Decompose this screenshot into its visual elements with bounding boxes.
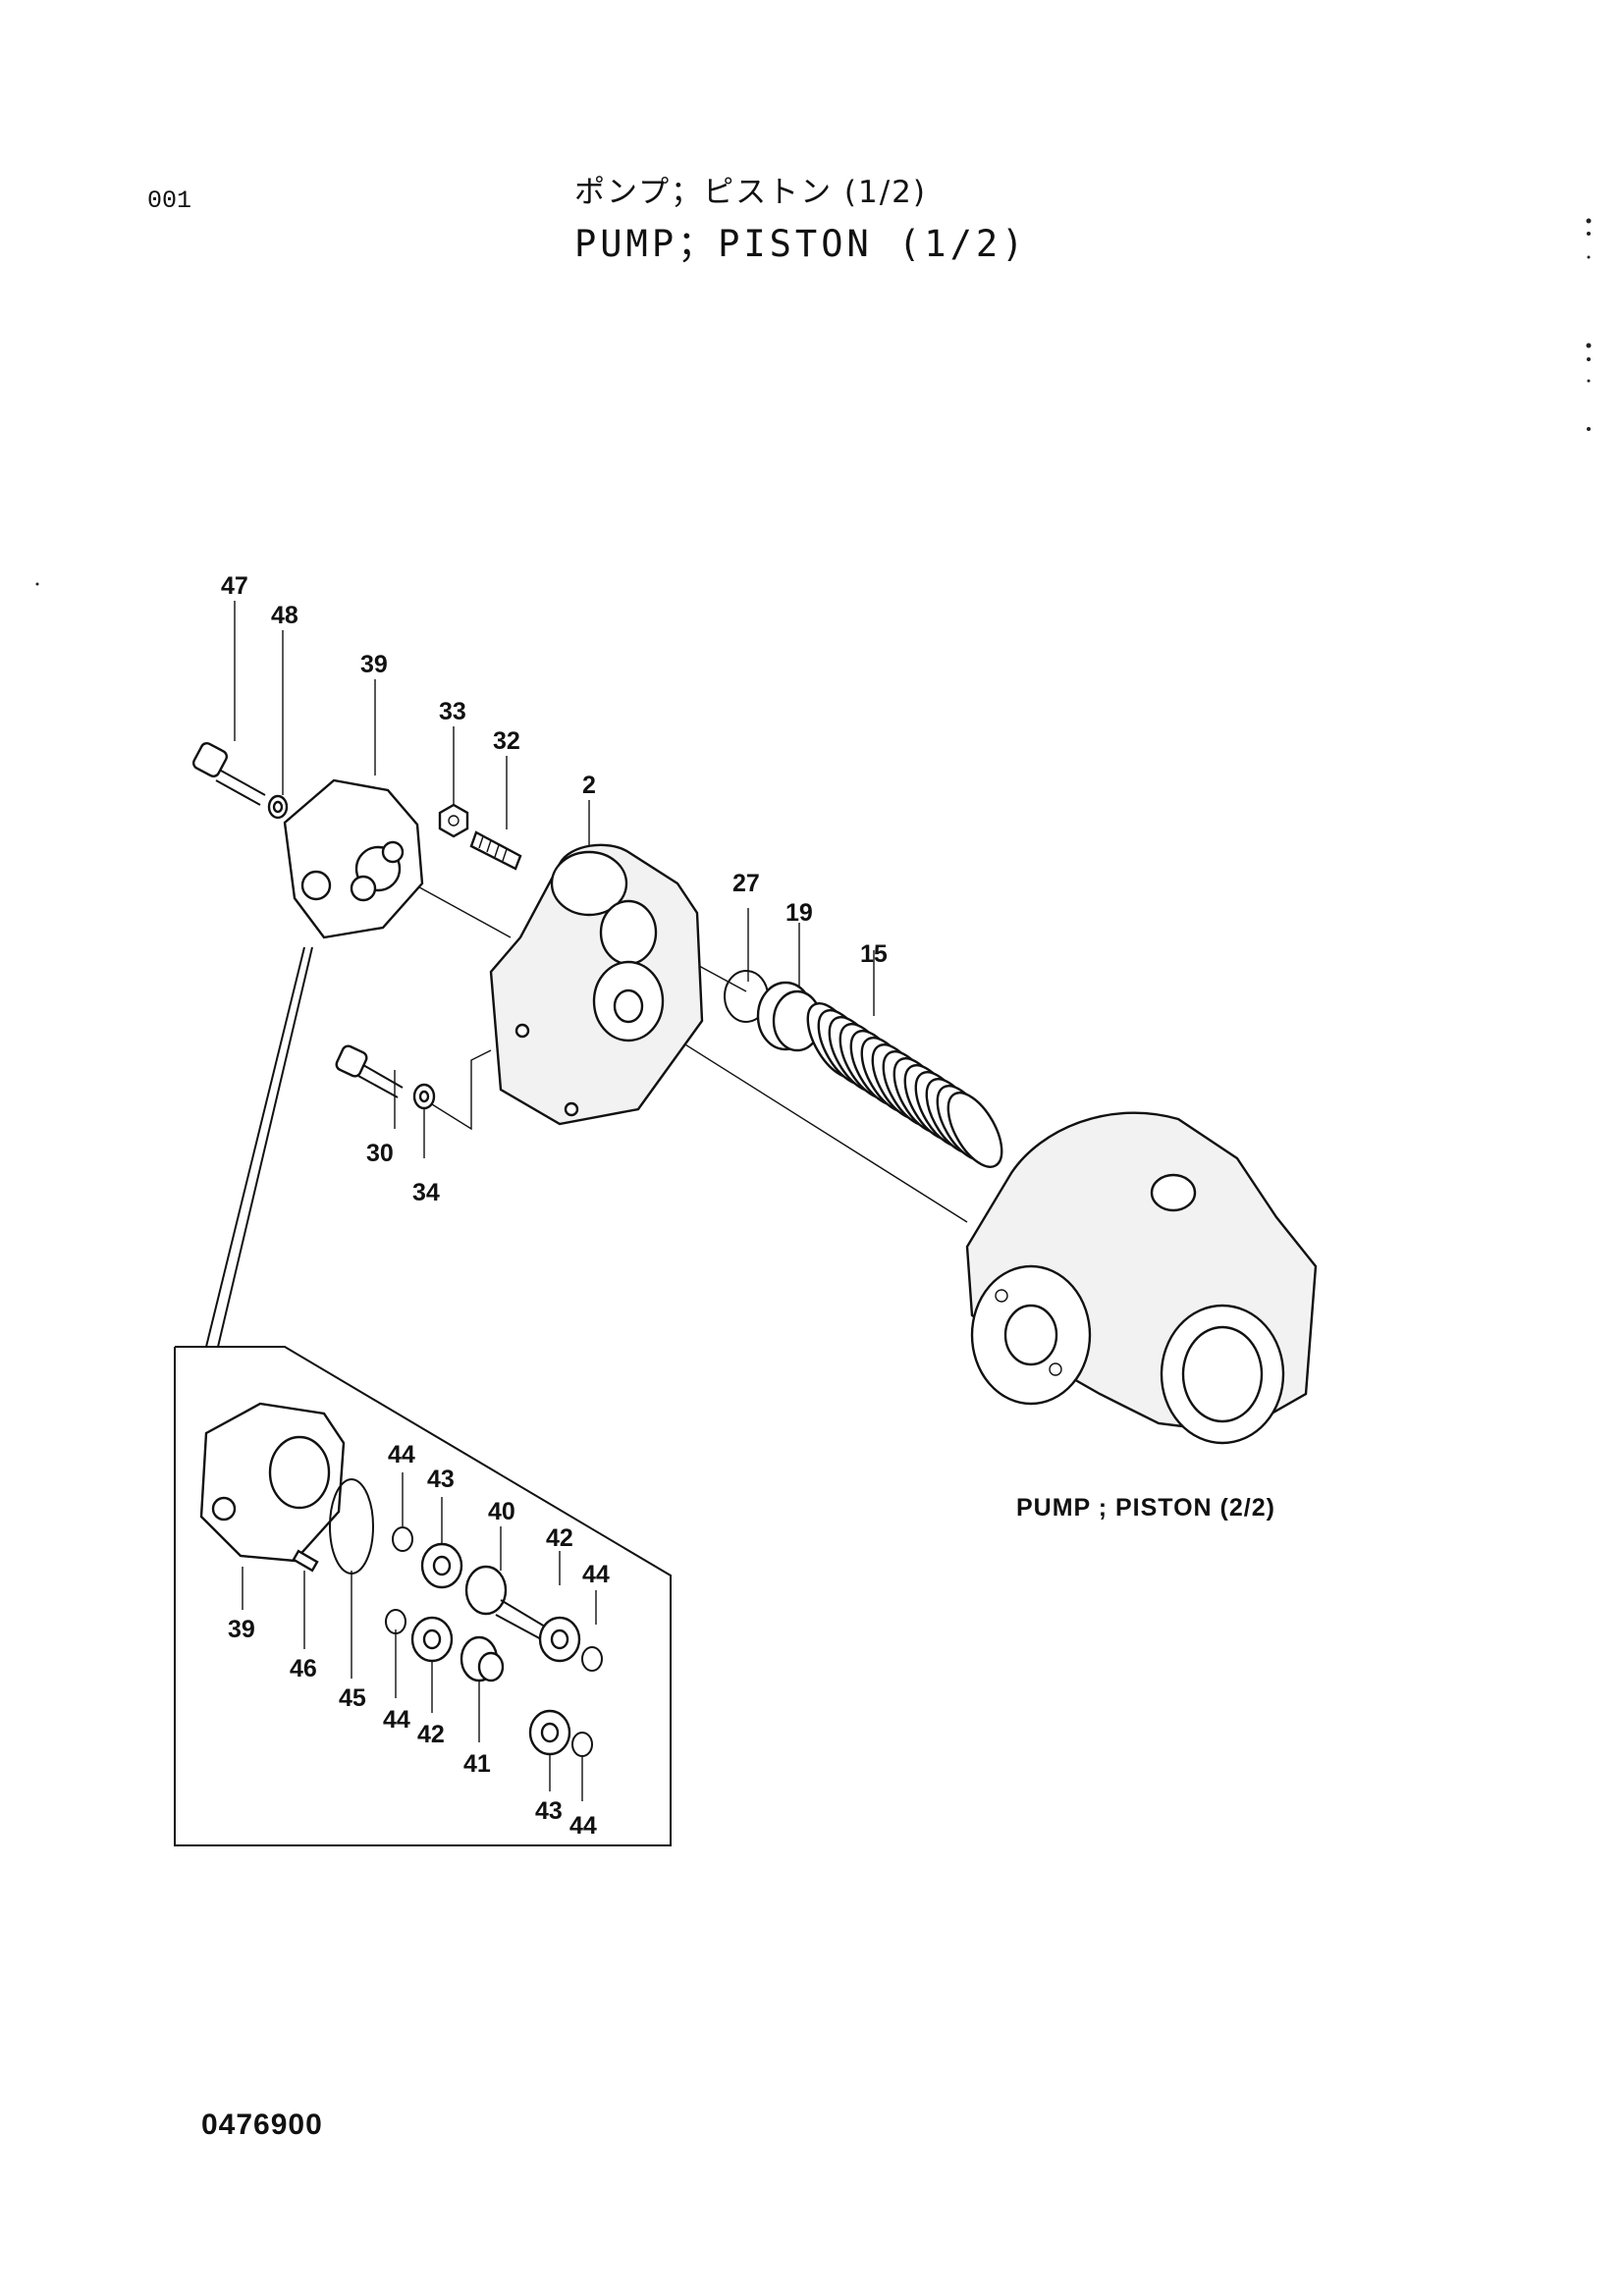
callout-30: 30 [366, 1140, 394, 1167]
inset-part-46-pin [292, 1549, 319, 1573]
callout-32: 32 [493, 727, 520, 755]
part-48-washer [267, 794, 289, 820]
callout-27: 27 [732, 870, 760, 897]
inset-part-43-bearing-a [420, 1542, 463, 1589]
inset-frame [174, 1346, 672, 1846]
part-32-screw [469, 830, 522, 871]
callout-45: 45 [339, 1684, 366, 1712]
reference-label-pump-piston-2-2: PUMP ; PISTON (2/2) [1016, 1494, 1275, 1522]
part-33-nut [438, 803, 469, 838]
callout-labels: 47 48 39 33 32 2 27 19 15 30 34 44 43 40… [221, 572, 888, 1840]
callout-44-c: 44 [383, 1706, 410, 1734]
spring-coil [947, 1092, 1003, 1168]
inset-part-40-gear-shaft [464, 1565, 551, 1642]
inset-part-41-gear [460, 1635, 505, 1682]
callout-2: 2 [582, 772, 596, 799]
callout-47: 47 [221, 572, 248, 600]
callout-46: 46 [290, 1655, 317, 1682]
part-30-bolt [335, 1044, 404, 1098]
inset-part-44-o-ring-d [571, 1732, 593, 1757]
inset-part-44-o-ring-a [392, 1526, 413, 1552]
callout-34: 34 [412, 1179, 440, 1206]
pump-piston-2-2-housing [965, 1111, 1318, 1445]
part-19-piston [756, 981, 823, 1052]
part-2-casing [489, 843, 704, 1126]
inset-part-43-bearing-b [528, 1709, 571, 1756]
inset-part-45-o-ring [329, 1478, 374, 1575]
callout-15: 15 [860, 940, 888, 968]
inset-part-42-bearing-a [538, 1616, 581, 1663]
inset-part-39-cover [199, 1402, 346, 1563]
part-39-cover [283, 778, 424, 939]
inset-part-44-o-ring-b [581, 1646, 603, 1672]
title-japanese: ポンプ；ピストン (1/2) [574, 175, 928, 210]
title-english: PUMP；PISTON (1/2) [574, 223, 1028, 265]
part-34-washer [412, 1083, 436, 1110]
document-number: 0476900 [201, 2109, 323, 2141]
callout-48: 48 [271, 602, 298, 629]
callout-43-a: 43 [427, 1466, 455, 1493]
callout-43-b: 43 [535, 1797, 563, 1825]
callout-41: 41 [463, 1750, 491, 1778]
callout-39: 39 [360, 651, 388, 678]
inset-part-44-o-ring-c [385, 1609, 406, 1634]
callout-40: 40 [488, 1498, 515, 1525]
callout-42-a: 42 [546, 1524, 573, 1552]
inset-part-42-bearing-b [410, 1616, 454, 1663]
part-47-bolt [191, 741, 266, 806]
leader-lines [205, 601, 968, 1801]
callout-33: 33 [439, 698, 466, 725]
callout-44-a: 44 [388, 1441, 415, 1468]
callout-39-inset: 39 [228, 1616, 255, 1643]
callout-44-d: 44 [569, 1812, 597, 1840]
margin-marks [35, 218, 1592, 586]
callout-19: 19 [785, 899, 813, 927]
page-code: 001 [147, 187, 192, 215]
callout-42-b: 42 [417, 1721, 445, 1748]
part-15-spring [806, 1002, 1003, 1168]
callout-44-b: 44 [582, 1561, 610, 1588]
